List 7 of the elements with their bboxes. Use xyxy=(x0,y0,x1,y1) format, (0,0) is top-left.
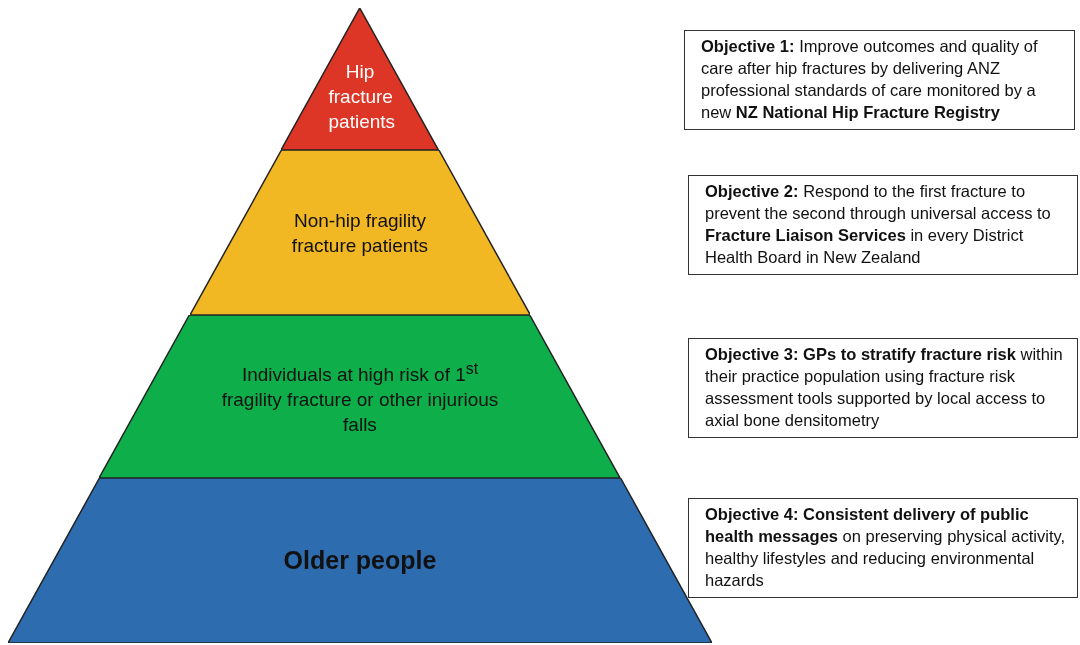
tier-label: Older people xyxy=(282,548,438,573)
objective-box: Objective 1: Improve outcomes and quality of care after hip fractures by delivering ANZ professional standards of care monitored by a new NZ National Hip Fracture Registry xyxy=(684,30,1075,130)
tier-label: Individuals at high risk of 1$^{st}$ fragility fracture or other injurious falls xyxy=(220,359,500,438)
objective-box: Objective 4: Consistent delivery of public health messages on preserving physical activity, healthy lifestyles and reducing environmental hazards xyxy=(688,498,1078,598)
tier-label: Non-hip fragility fracture patients xyxy=(290,208,430,258)
objective-box: Objective 2: Respond to the first fracture to prevent the second through universal access to Fracture Liaison Services in every District Health Board in New Zealand xyxy=(688,175,1078,275)
objective-box: Objective 3: GPs to stratify fracture risk within their practice population using fracture risk assessment tools supported by local access to axial bone densitometry xyxy=(688,338,1078,438)
